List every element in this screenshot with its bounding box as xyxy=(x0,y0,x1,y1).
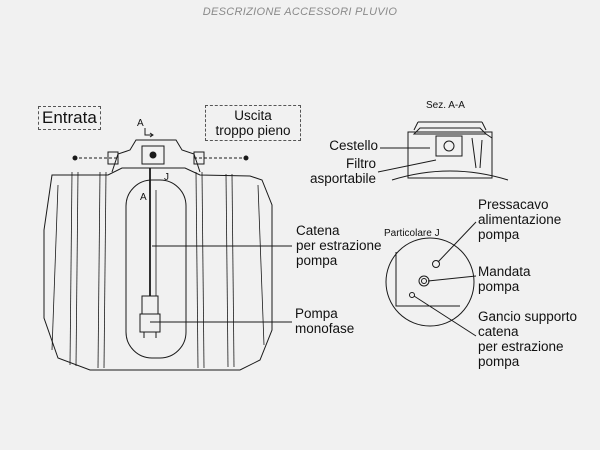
tank-outline xyxy=(43,167,273,371)
tank-ribs xyxy=(51,171,265,369)
label-mark-a-top: A xyxy=(137,118,144,129)
label-sez-aa: Sez. A-A xyxy=(426,100,465,111)
label-mark-a-side: A xyxy=(140,192,147,203)
section-aa xyxy=(377,121,509,181)
page-title: DESCRIZIONE ACCESSORI PLUVIO xyxy=(202,6,398,18)
label-particolare-j: Particolare J xyxy=(384,228,440,239)
label-cestello: Cestello xyxy=(329,138,378,153)
label-entrata: Entrata xyxy=(38,106,101,130)
label-uscita: Uscita troppo pieno xyxy=(205,105,301,141)
pump xyxy=(141,295,159,315)
label-mark-j: J xyxy=(164,172,169,183)
label-mandata: Mandata pompa xyxy=(478,264,531,294)
inner-chamber xyxy=(125,179,187,359)
detail-j xyxy=(385,221,477,337)
tank-dome xyxy=(111,139,201,173)
label-gancio: Gancio supporto catena per estrazione po… xyxy=(478,309,578,369)
label-pompa: Pompa monofase xyxy=(295,306,355,336)
label-catena: Catena per estrazione pompa xyxy=(296,223,382,268)
label-pressacavo: Pressacavo alimentazione pompa xyxy=(478,197,562,242)
label-filtro: Filtro asportabile xyxy=(309,156,376,186)
